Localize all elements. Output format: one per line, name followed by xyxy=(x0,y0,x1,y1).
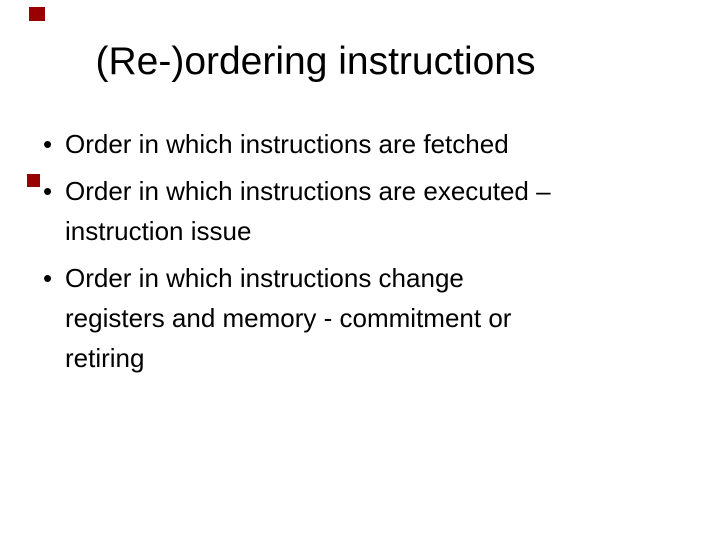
bullet-list: • Order in which instructions are fetche… xyxy=(43,124,683,385)
bullet-text-line: Order in which instructions are fetched xyxy=(65,129,509,159)
red-square-marker-top-left xyxy=(29,7,45,21)
list-item: • Order in which instructions are fetche… xyxy=(43,124,683,164)
bullet-text-line: instruction issue xyxy=(65,216,252,246)
red-square-marker-left xyxy=(27,174,40,187)
list-item: • Order in which instructions are execut… xyxy=(43,171,683,251)
bullet-text-line: Order in which instructions change xyxy=(65,263,464,293)
bullet-icon: • xyxy=(43,129,53,159)
bullet-text: Order in which instructions are fetched xyxy=(65,124,683,164)
slide-title: (Re-)ordering instructions xyxy=(95,40,536,83)
list-item: • Order in which instructions change reg… xyxy=(43,258,683,378)
bullet-text-line: retiring xyxy=(65,343,145,373)
bullet-icon: • xyxy=(43,263,53,293)
bullet-icon: • xyxy=(43,176,53,206)
bullet-text: Order in which instructions change regis… xyxy=(65,258,683,378)
bullet-text-line: registers and memory - commitment or xyxy=(65,303,512,333)
bullet-text-line: Order in which instructions are executed… xyxy=(65,176,551,206)
bullet-text: Order in which instructions are executed… xyxy=(65,171,683,251)
